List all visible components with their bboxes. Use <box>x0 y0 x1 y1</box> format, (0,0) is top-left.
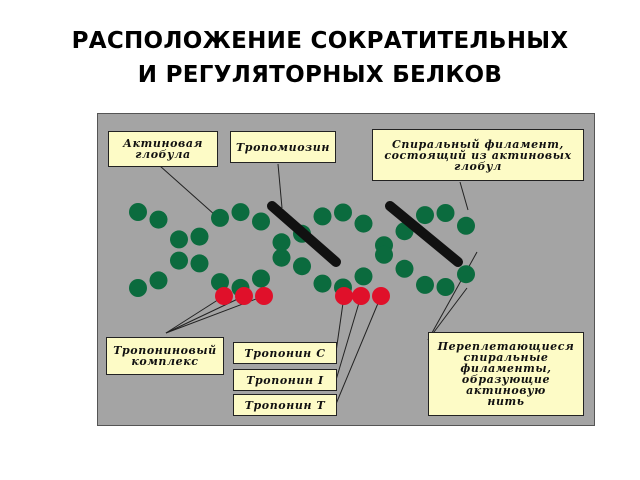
troponin-globule <box>352 287 370 305</box>
actin-globule <box>211 273 229 292</box>
title-line-2: И РЕГУЛЯТОРНЫХ БЕЛКОВ <box>137 62 503 88</box>
actin-globule <box>293 257 311 276</box>
actin-globule <box>190 227 209 246</box>
actin-globule <box>375 245 393 264</box>
actin-globule <box>416 206 434 225</box>
actin-globule <box>436 278 455 296</box>
tropomyosin-strand <box>267 201 341 267</box>
actin-globule <box>231 203 250 222</box>
actin-globule <box>252 269 270 288</box>
actin-globule <box>129 279 147 297</box>
actin-globule <box>457 265 475 284</box>
actin-globule <box>334 203 352 222</box>
label-tropomyosin: Тропомиозин <box>230 131 336 163</box>
actin-globule <box>313 207 332 226</box>
title-line-1: РАСПОЛОЖЕНИЕ СОКРАТИТЕЛЬНЫХ <box>71 28 569 54</box>
label-troponin-i: Тропонин I <box>233 369 337 391</box>
troponin-globule <box>335 287 353 305</box>
troponin-globule <box>372 287 390 305</box>
actin-globule <box>436 204 455 222</box>
actin-globule <box>149 271 168 290</box>
actin-globule <box>395 259 414 278</box>
actin-globule <box>313 274 332 293</box>
actin-globule <box>354 214 373 233</box>
leader-lines <box>159 163 478 405</box>
troponin-complexes <box>215 287 390 305</box>
actin-globule <box>272 248 291 267</box>
actin-globule <box>170 230 188 249</box>
slide-title: РАСПОЛОЖЕНИЕ СОКРАТИТЕЛЬНЫХ И РЕГУЛЯТОРН… <box>0 24 640 92</box>
actin-globule <box>252 212 270 231</box>
troponin-globule <box>255 287 273 305</box>
actin-globule <box>149 210 168 229</box>
troponin-globule <box>215 287 233 305</box>
actin-globule <box>190 254 209 273</box>
actin-globule <box>457 216 475 235</box>
actin-globule <box>211 208 229 227</box>
label-troponin-t: Тропонин Т <box>233 394 337 416</box>
label-troponin-c: Тропонин С <box>233 342 337 364</box>
label-spiral-filament: Спиральный филамент, состоящий из актино… <box>372 129 584 181</box>
troponin-globule <box>235 287 253 305</box>
actin-globule <box>272 233 291 252</box>
actin-globule <box>354 267 373 286</box>
tropomyosin-strands <box>267 201 463 267</box>
actin-globule <box>129 203 147 221</box>
label-actin-globule: Актиновая глобула <box>108 131 218 167</box>
actin-strands <box>129 203 475 297</box>
actin-globule <box>416 275 434 294</box>
label-intertwined-filaments: Переплетающиеся спиральные филаменты, об… <box>428 332 584 416</box>
label-troponin-complex: Тропониновый комплекс <box>106 337 224 375</box>
tropomyosin-strand <box>385 201 463 267</box>
actin-globule <box>170 251 188 270</box>
